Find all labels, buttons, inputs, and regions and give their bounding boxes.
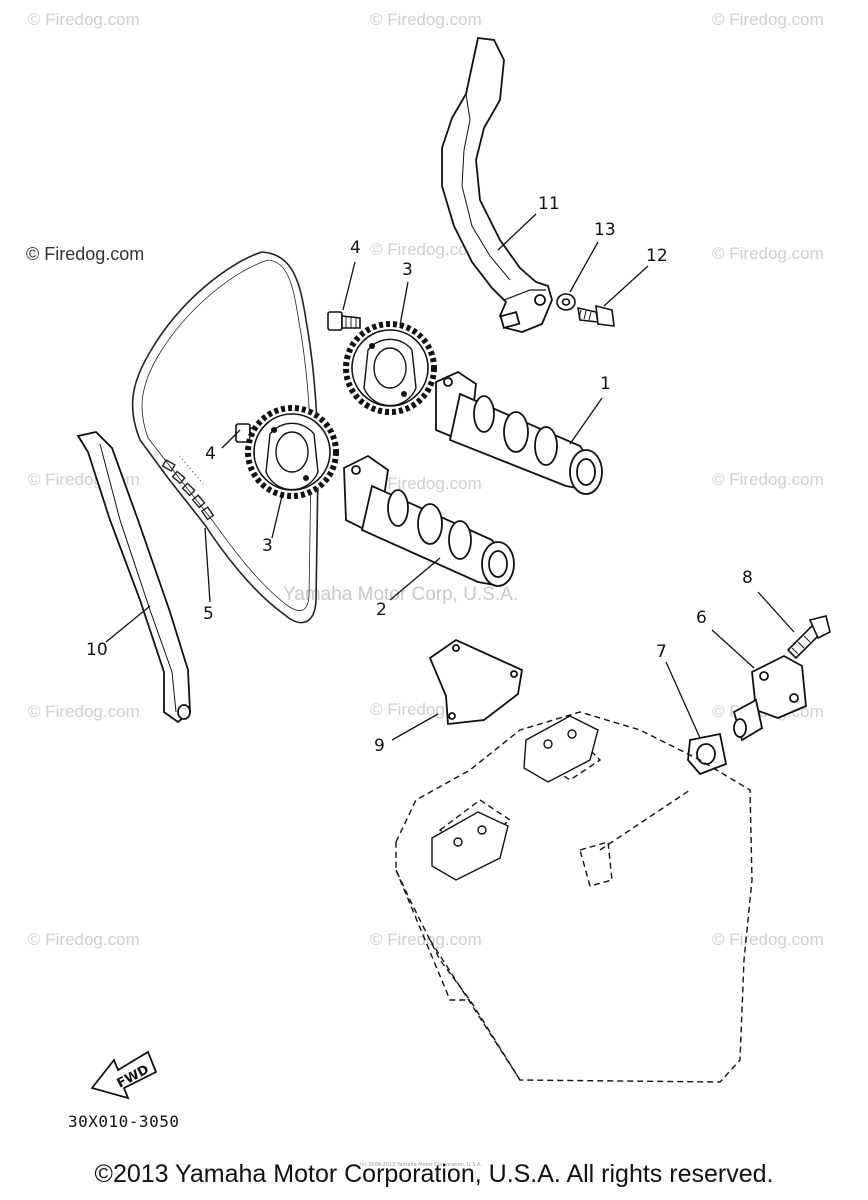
leader-lines <box>105 213 795 741</box>
forward-arrow: FWD <box>90 1050 158 1100</box>
callout-11: 11 <box>538 194 560 214</box>
watermark: © Firedog.com <box>28 702 140 721</box>
camshaft-2 <box>343 454 515 588</box>
callout-1: 1 <box>600 374 611 394</box>
camshaft-1 <box>435 370 603 495</box>
callout-9: 9 <box>374 736 385 756</box>
watermark: © Firedog.com <box>370 474 482 493</box>
cam-chain <box>131 251 319 624</box>
chain-guide <box>76 431 191 724</box>
callout-3: 3 <box>402 260 413 280</box>
watermark-dark: © Firedog.com <box>26 244 145 264</box>
maker-watermark: Yamaha Motor Corp, U.S.A. <box>283 584 519 605</box>
gasket-7 <box>687 732 728 776</box>
callout-12: 12 <box>646 246 668 266</box>
callout-10: 10 <box>86 640 108 660</box>
watermark: © Firedog.com <box>712 470 824 489</box>
washer-13 <box>556 293 576 311</box>
bolt-12 <box>577 304 615 327</box>
watermark: © Firedog.com <box>28 10 140 29</box>
rocker-bosses <box>431 715 599 881</box>
callout-8: 8 <box>742 568 753 588</box>
callout-13: 13 <box>594 220 616 240</box>
callout-6: 6 <box>696 608 707 628</box>
chain-tensioner-6 <box>732 654 807 742</box>
watermark: © Firedog.com <box>712 244 824 263</box>
watermark: © Firedog.com <box>370 930 482 949</box>
cam-sprocket-lower <box>245 405 339 499</box>
callout-3: 3 <box>262 536 273 556</box>
callout-5: 5 <box>203 604 214 624</box>
callout-4: 4 <box>205 444 216 464</box>
chain-links <box>161 453 215 521</box>
watermark: © Firedog.com <box>370 240 482 259</box>
cover-plate-9 <box>428 638 524 725</box>
fine-print: (c) 2009-2013 Yamaha Motor Corporation, … <box>360 1162 482 1168</box>
callout-7: 7 <box>656 642 667 662</box>
bolt-4-upper <box>327 311 361 331</box>
watermark: © Firedog.com <box>712 10 824 29</box>
watermark: © Firedog.com <box>370 10 482 29</box>
cylinder-head-outline <box>395 711 753 1083</box>
part-code: 30X010-3050 <box>68 1112 180 1131</box>
watermark: © Firedog.com <box>28 930 140 949</box>
copyright-notice: ©2013 Yamaha Motor Corporation, U.S.A. A… <box>94 1160 774 1188</box>
callout-2: 2 <box>376 600 387 620</box>
tensioner-guide <box>441 37 553 333</box>
callout-4: 4 <box>350 238 361 258</box>
bolt-8 <box>786 615 831 660</box>
cam-sprocket-upper <box>343 321 437 415</box>
watermark: © Firedog.com <box>712 930 824 949</box>
